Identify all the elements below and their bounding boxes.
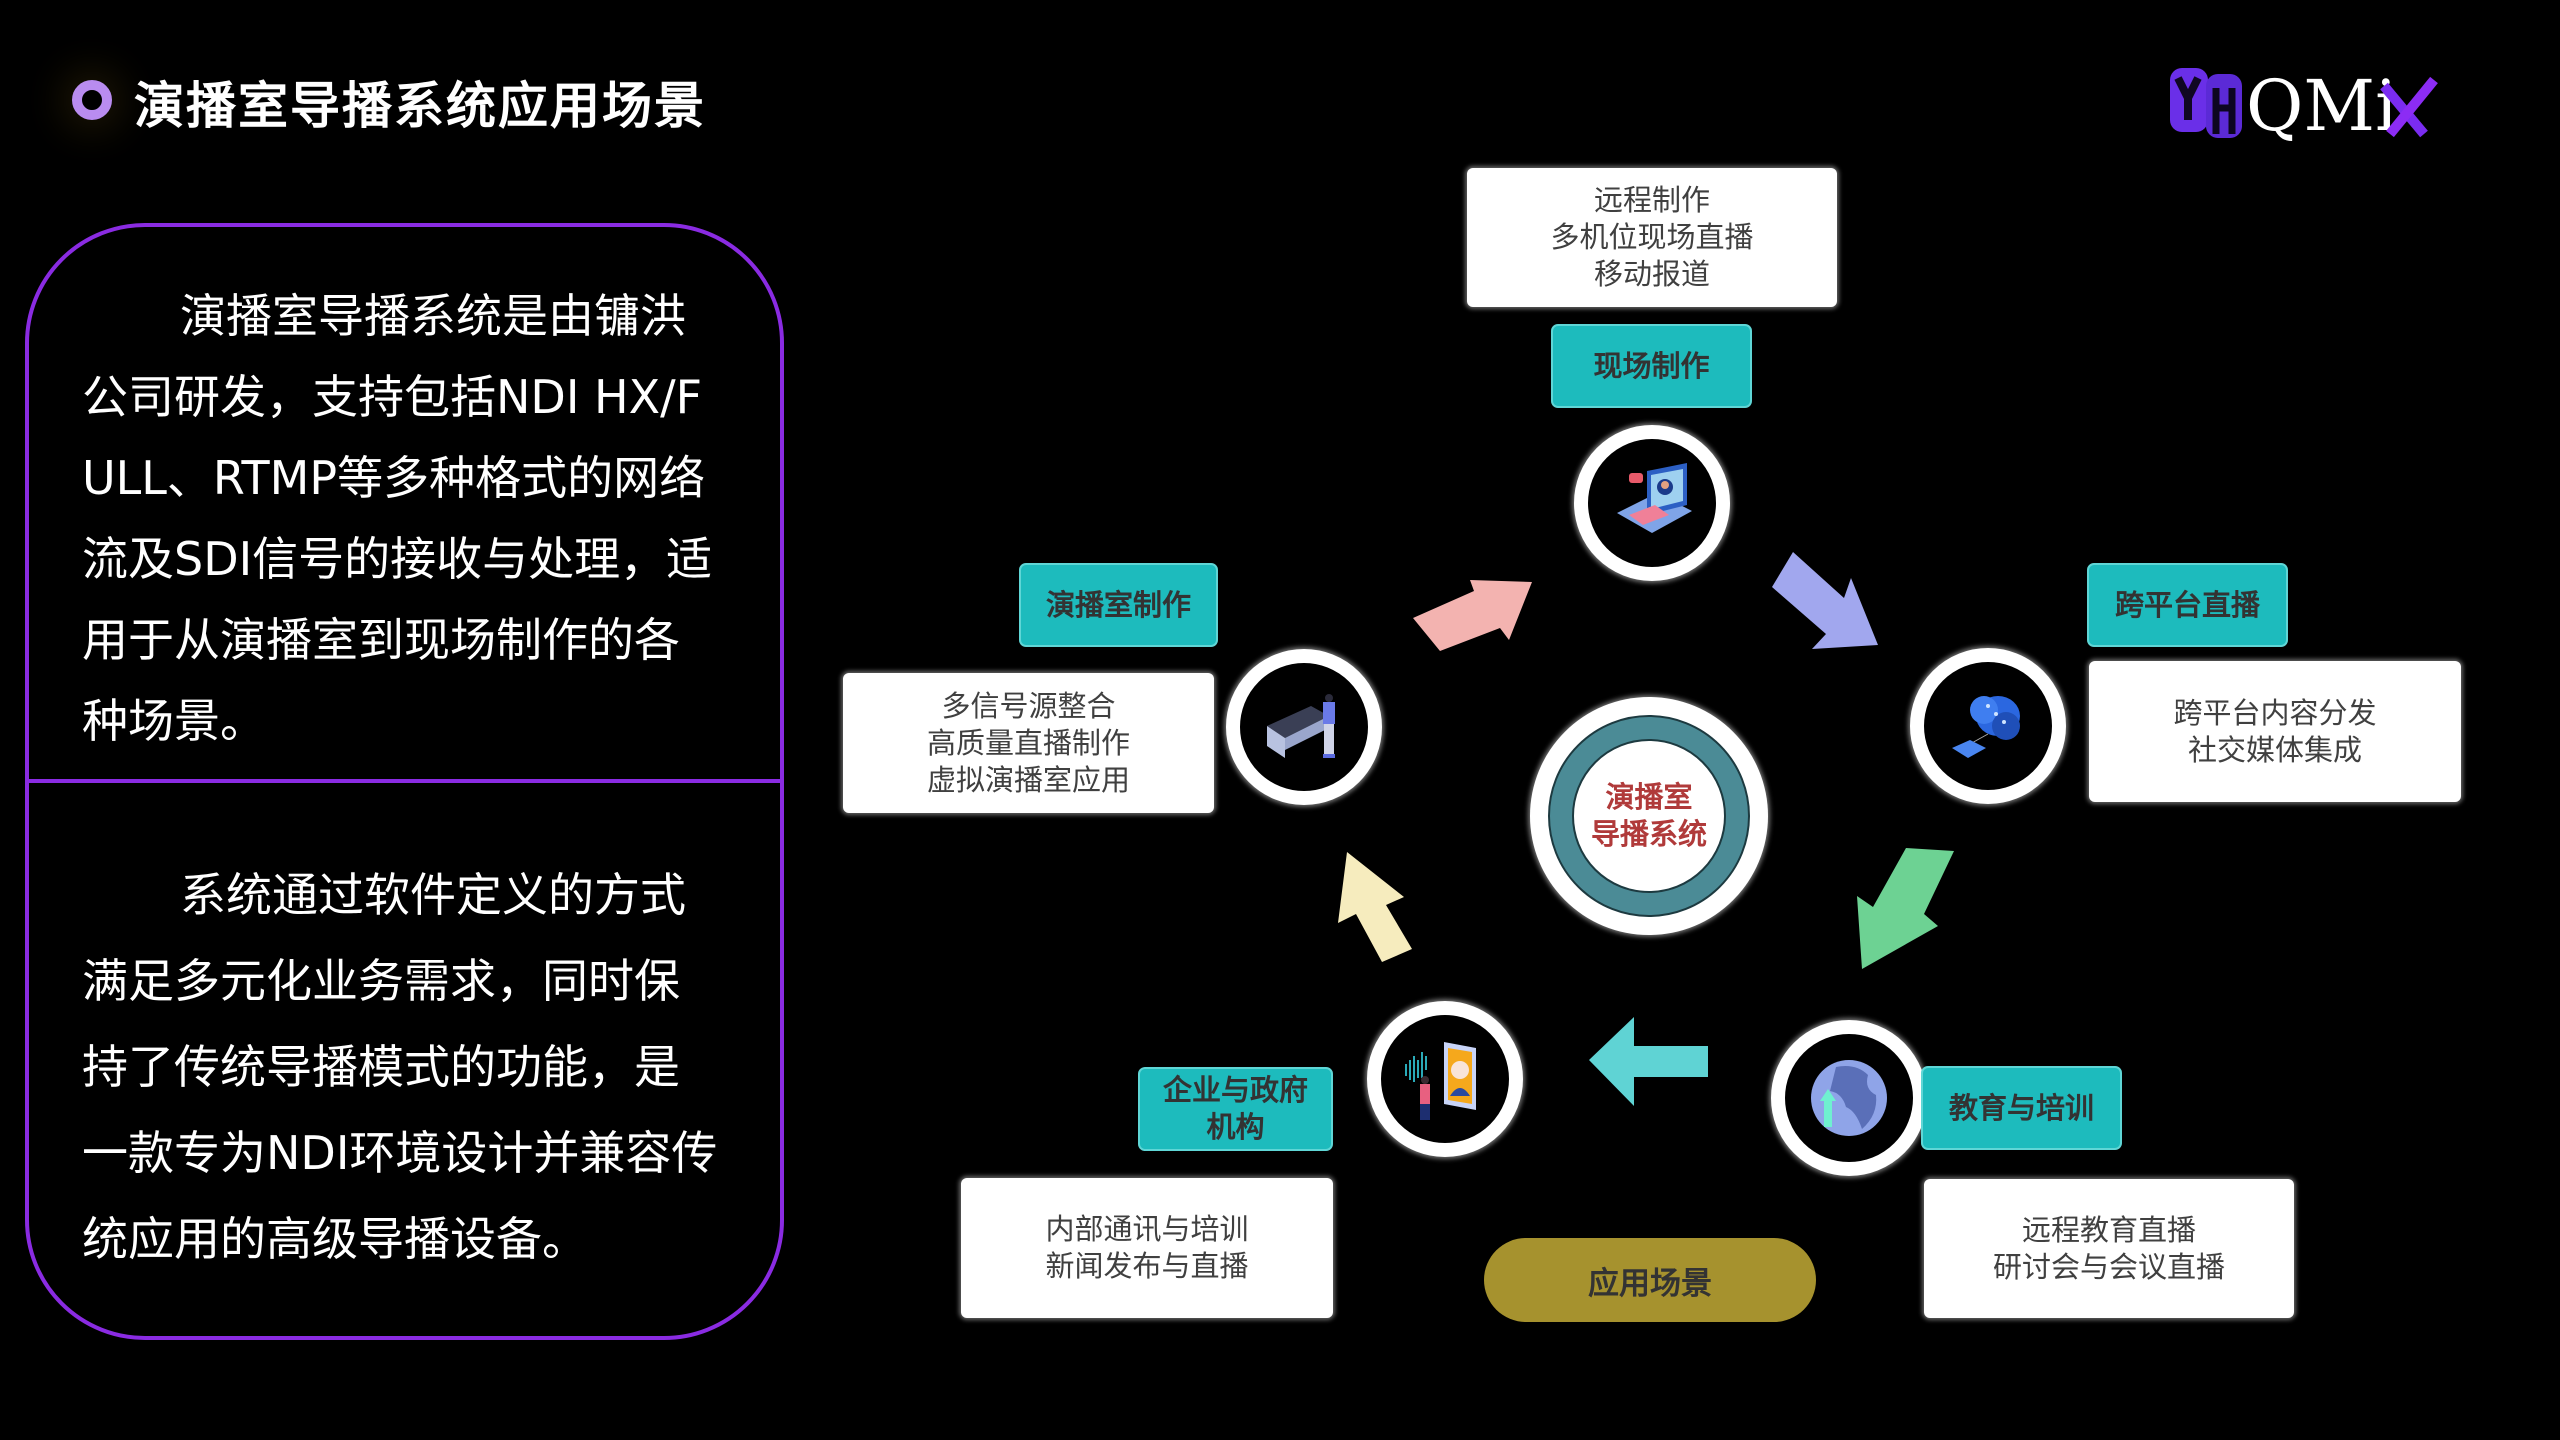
arrow-enterprise-to-studio [1338,852,1412,962]
arrow-shape [1413,580,1532,651]
education-details-box: 远程教育直播 研讨会与会议直播 [1924,1179,2294,1318]
field-node [1574,425,1730,581]
education-detail: 远程教育直播 [2021,1212,2196,1247]
description-paragraph-2: 系统通过软件定义的方式满足多元化业务需求，同时保持了传统导播模式的功能，是一款专… [82,868,718,1266]
center-title-line-1: 演播室 [1605,780,1693,814]
laptop-video-icon [1617,463,1692,533]
studio-detail: 多信号源整合 [941,688,1116,723]
arrow-cross-to-education [1857,848,1954,969]
arrow-shape [1772,552,1878,649]
brand-logo: QMi [2166,62,2476,147]
cross-platform-node [1910,648,2066,804]
center-hub: 演播室 导播系统 [1572,739,1726,893]
cross-platform-detail: 社交媒体集成 [2187,732,2362,767]
enterprise-details-box: 内部通讯与培训 新闻发布与直播 [961,1178,1333,1318]
enterprise-detail: 内部通讯与培训 [1045,1212,1249,1246]
studio-details-box: 多信号源整合 高质量直播制作 虚拟演播室应用 [843,673,1214,813]
studio-node [1226,649,1382,805]
education-label: 教育与培训 [1921,1066,2122,1150]
arrow-shape [1338,852,1412,962]
globe-icon [1811,1060,1887,1136]
enterprise-label: 企业与政府 机构 [1138,1067,1333,1151]
cloud-device-icon [1952,696,2020,758]
cross-platform-label: 跨平台直播 [2087,563,2288,647]
enterprise-node [1367,1001,1523,1157]
center-title-line-2: 导播系统 [1590,817,1707,851]
logo-graphic: QMi [2170,65,2438,147]
application-scenarios-pill: 应用场景 [1484,1238,1816,1322]
arrow-shape [1857,848,1954,969]
field-detail: 多机位现场直播 [1550,220,1754,254]
svg-text:QMi: QMi [2246,65,2397,147]
studio-label: 演播室制作 [1019,563,1218,647]
education-node [1771,1020,1927,1176]
cross-platform-detail: 跨平台内容分发 [2173,695,2377,730]
arrow-shape [1589,1017,1708,1106]
enterprise-detail: 新闻发布与直播 [1045,1249,1249,1283]
arrow-education-to-enterprise [1589,1017,1708,1106]
console-operator-icon [1267,694,1335,758]
description-paragraph-1: 演播室导播系统是由镛洪公司研发，支持包括NDI HX/FULL、RTMP等多种格… [82,289,713,748]
video-call-person-icon [1405,1042,1476,1120]
arrow-studio-to-field [1413,580,1532,651]
education-detail: 研讨会与会议直播 [1992,1249,2225,1284]
field-label: 现场制作 [1551,324,1752,408]
enterprise-label-line-1: 企业与政府 [1162,1073,1308,1107]
page-title: 演播室导播系统应用场景 [134,77,706,135]
field-details-box: 远程制作 多机位现场直播 移动报道 [1467,168,1837,307]
enterprise-label-line-2: 机构 [1206,1110,1265,1144]
arrow-field-to-cross [1772,552,1878,649]
studio-detail: 虚拟演播室应用 [926,762,1130,797]
panel-divider [25,779,784,783]
studio-detail: 高质量直播制作 [926,725,1130,760]
field-detail: 移动报道 [1593,257,1710,291]
title-bullet-icon [72,80,112,120]
cross-platform-details-box: 跨平台内容分发 社交媒体集成 [2089,661,2461,802]
field-detail: 远程制作 [1593,183,1710,217]
